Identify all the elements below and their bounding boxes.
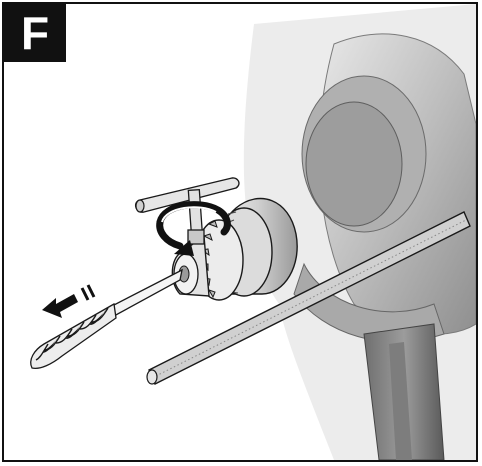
drill-handle — [363, 323, 445, 460]
figure-frame: F — [2, 2, 478, 462]
figure-label: F — [20, 7, 50, 59]
drill-chuck-illustration — [30, 4, 476, 460]
figure-label-box: F — [4, 4, 66, 62]
pull-out-arrow-icon — [42, 284, 96, 318]
depth-stop-rod — [146, 211, 471, 385]
rotation-arrow-icon — [156, 201, 231, 256]
drill-chuck — [171, 197, 298, 301]
drill-body — [243, 4, 476, 460]
drill-bit — [30, 268, 183, 370]
